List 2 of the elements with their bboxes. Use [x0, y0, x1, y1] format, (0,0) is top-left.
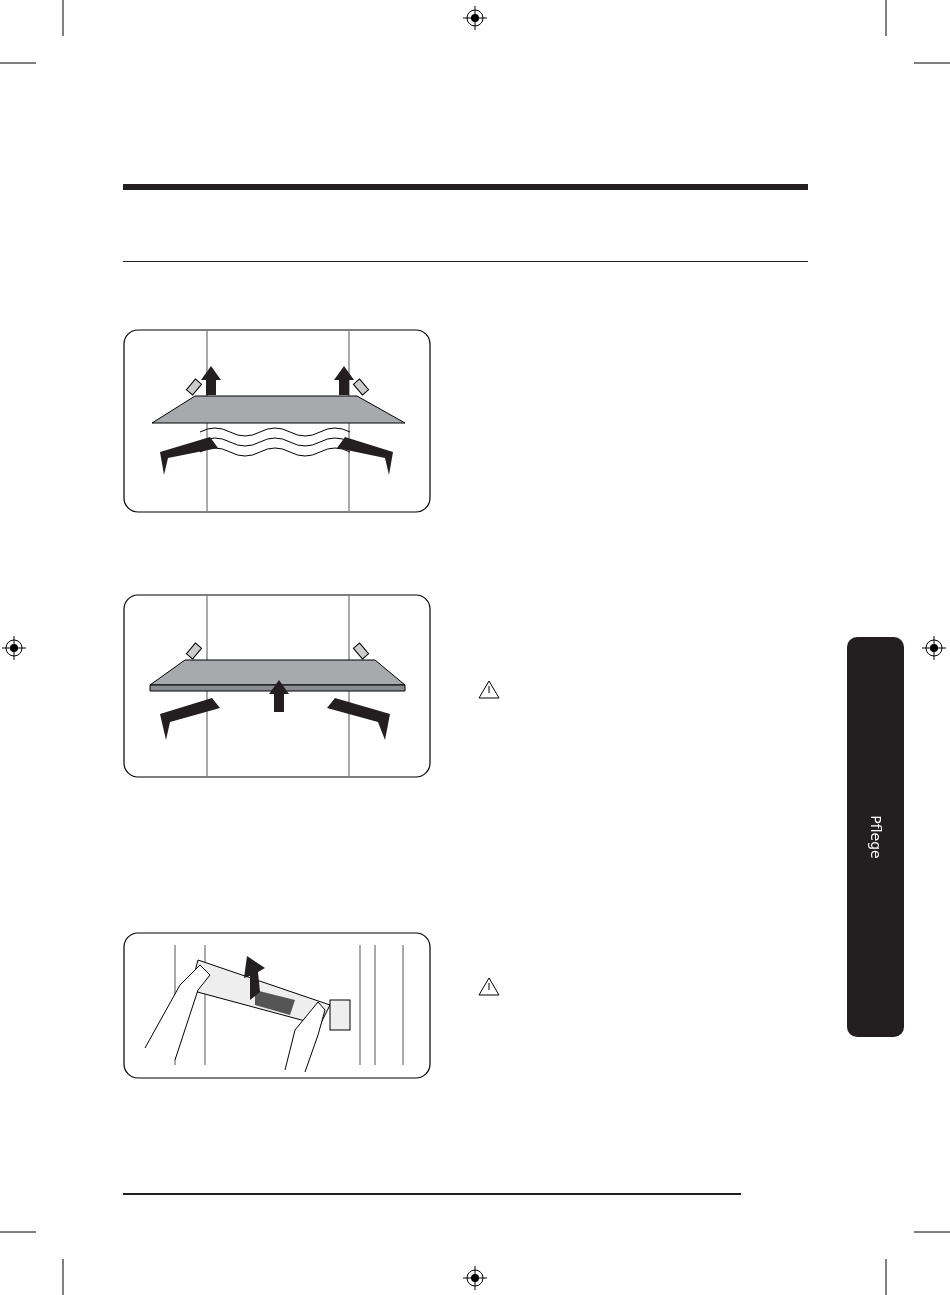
section-tab — [847, 637, 904, 1037]
section-tab-label: Pflege — [867, 815, 884, 859]
